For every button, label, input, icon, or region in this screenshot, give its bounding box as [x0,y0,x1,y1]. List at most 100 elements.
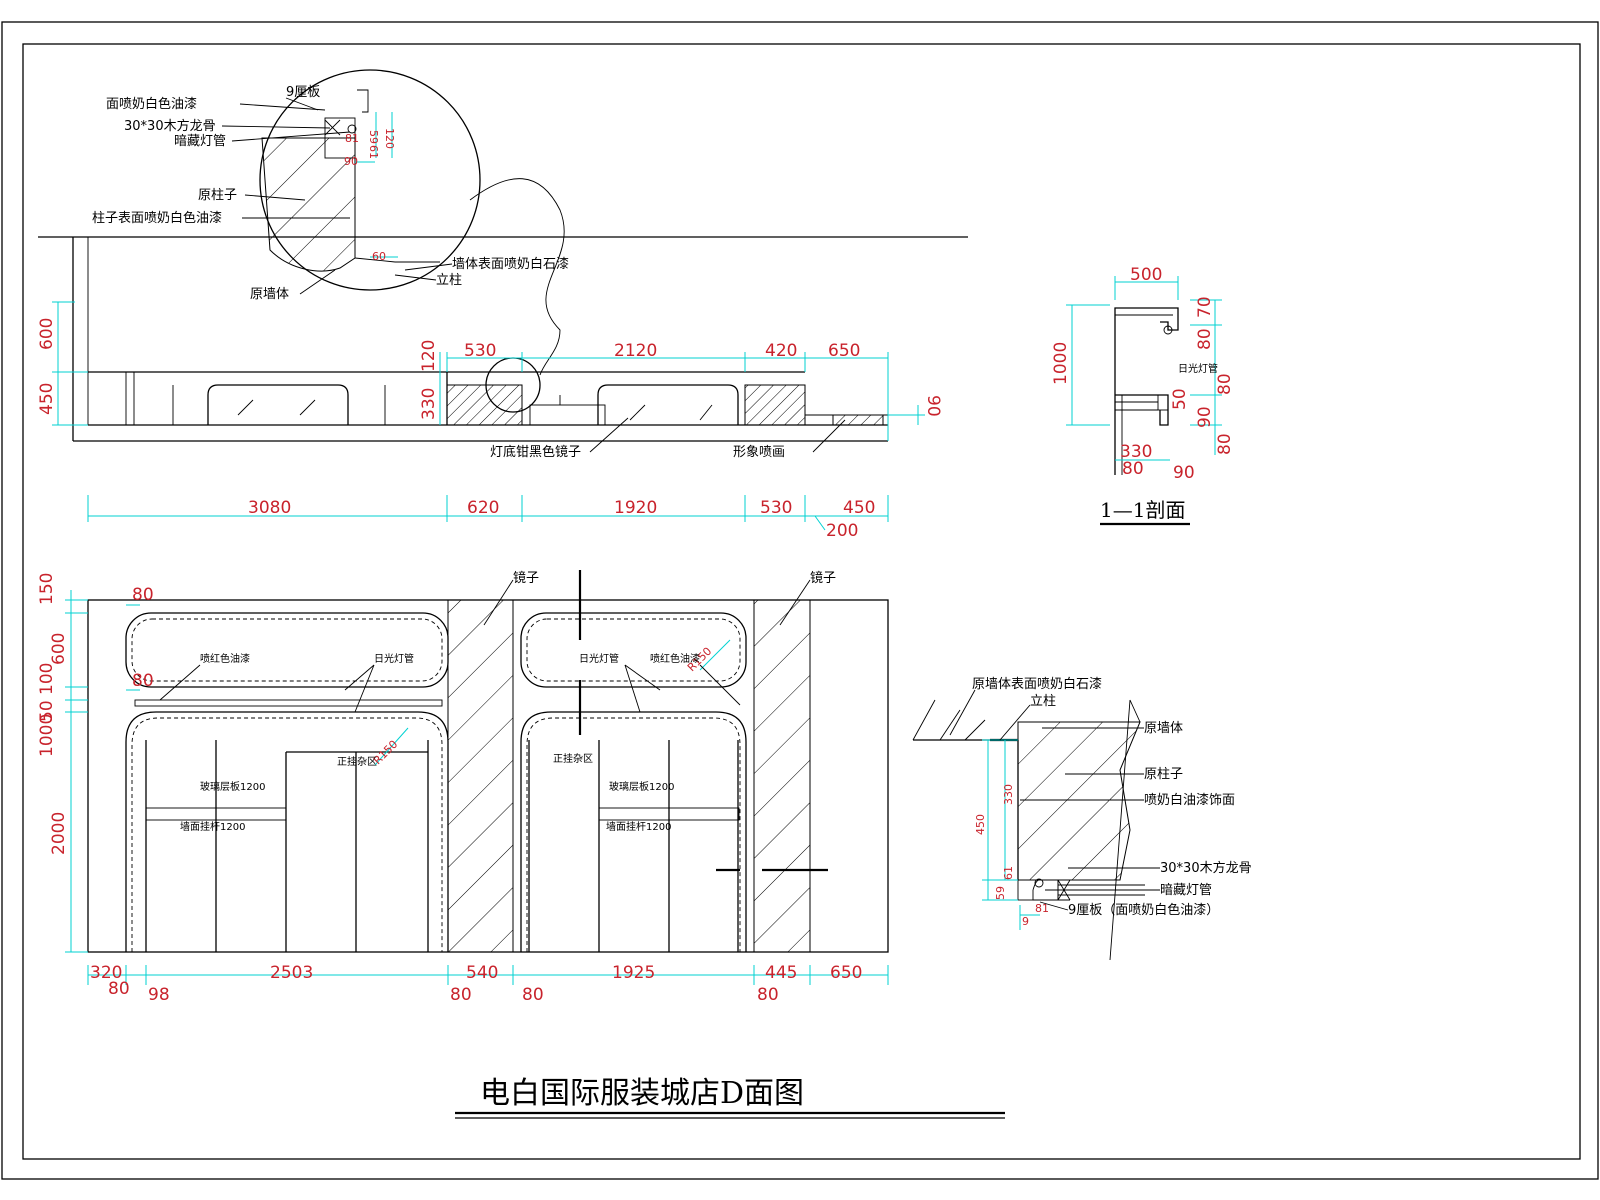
dim-98: 98 [148,985,170,1005]
dim-80-c: 80 [1215,433,1235,455]
detail-top-dimensions: 59 120 81 61 90 60 [344,128,396,263]
note-hang-2: 正挂杂区 [553,752,593,765]
dim-540: 540 [466,963,498,983]
note-rail-2: 墙面挂杆1200 [606,820,671,833]
dim-100: 100 [37,663,57,695]
note-mirror-top: 灯底钳黑色镜子 [490,444,581,460]
dim-80-b: 80 [1215,373,1235,395]
dim-1920: 1920 [614,498,657,518]
dim-59: 59 [367,130,380,144]
note-shelf-1: 玻璃层板1200 [200,780,265,793]
note-rail-1: 墙面挂杆1200 [180,820,245,833]
dim-500: 500 [1130,265,1162,285]
inner-border [22,43,1581,1160]
dim-50: 50 [1170,388,1190,410]
dim-530-top: 530 [464,341,496,361]
note-board: 9厘板 [286,85,320,100]
note-column: 原柱子 [198,188,237,203]
dim-330-mid: 330 [419,388,439,420]
elevation-top-dimensions: 530 2120 420 650 600 450 120 330 90 3080… [37,318,943,541]
note-column-paint: 柱子表面喷奶白色油漆 [92,210,222,226]
elevation-bottom [87,570,889,953]
elevation-bottom-notes: 镜子 镜子 喷红色油漆 日光灯管 日光灯管 喷红色油漆 正挂杂区 正挂杂区 玻璃… [159,571,836,833]
dim-620: 620 [467,498,499,518]
section-title: 1—1剖面 [1100,498,1185,522]
dim-200: 200 [826,521,858,541]
dim-330-right: 330 [1002,784,1015,805]
note-hang-1: 正挂杂区 [337,755,377,768]
elevation-top-dim-lines [52,301,925,531]
note-mirror-left: 镜子 [513,571,539,586]
elevation-top [38,236,968,442]
dim-80-d: 80 [1122,459,1144,479]
dim-650-top: 650 [828,341,860,361]
dim-600-bot: 600 [49,633,69,665]
dim-1925: 1925 [612,963,655,983]
dim-90-a: 90 [1195,406,1215,428]
detail-top-notes: 面喷奶白色油漆 9厘板 30*30木方龙骨 暗藏灯管 原柱子 柱子表面喷奶白色油… [92,85,569,302]
note-right-pillar: 立柱 [1030,694,1056,709]
dim-445: 445 [765,963,797,983]
dim-2000: 2000 [49,812,69,855]
dim-80-top-left: 80 [132,585,154,605]
dim-120-mid: 120 [419,340,439,372]
outer-border [1,21,1599,1180]
drawing-title: 电白国际服装城店D面图 [480,1076,804,1111]
dim-3080: 3080 [248,498,291,518]
dim-450-right: 450 [974,814,987,835]
elevation-bottom-dim-lines [65,590,889,985]
detail-right [912,699,1145,961]
dim-1000: 1000 [1051,342,1071,385]
dim-80-b3: 80 [522,985,544,1005]
dim-90-b: 90 [1173,463,1195,483]
note-keel: 30*30木方龙骨 [124,118,216,134]
note-mirror-right: 镜子 [810,571,836,586]
dim-81-right: 81 [1035,902,1049,915]
dim-80-mid-left: 80 [132,671,154,691]
section-1-1 [1066,276,1222,475]
dim-330-sec: 330 [1120,442,1152,462]
dim-90-right: 90 [923,395,943,417]
detail-circle-top [259,69,565,376]
dim-530-bottom: 530 [760,498,792,518]
note-right-paint-finish: 喷奶白油漆饰面 [1144,792,1235,808]
note-ad: 形象喷画 [733,445,785,460]
dim-81: 81 [345,132,359,145]
dim-80-a: 80 [1195,328,1215,350]
note-lamp: 暗藏灯管 [174,134,226,149]
dim-50-bot: 50 [37,700,57,722]
note-right-keel: 30*30木方龙骨 [1160,860,1252,876]
dim-120: 120 [383,128,396,149]
dim-61: 61 [367,145,380,159]
note-right-column: 原柱子 [1144,767,1183,782]
dim-90: 90 [344,155,358,168]
dim-9-right: 9 [1022,915,1029,928]
dim-70: 70 [1195,296,1215,318]
dim-80-b2: 80 [450,985,472,1005]
note-right-board: 9厘板（面喷奶白色油漆） [1068,902,1219,918]
dim-450-bottom: 450 [843,498,875,518]
note-right-lamp: 暗藏灯管 [1160,883,1212,898]
note-lamp-2: 日光灯管 [579,652,619,665]
dim-59-right: 59 [994,886,1007,900]
note-paint-face: 面喷奶白色油漆 [106,96,197,112]
note-right-wall: 原墙体 [1144,721,1183,736]
note-right-wall-paint: 原墙体表面喷奶白石漆 [972,676,1102,692]
dim-80-b4: 80 [757,985,779,1005]
dim-450-top: 450 [37,383,57,415]
note-wall: 原墙体 [250,287,289,302]
dim-61-right: 61 [1002,866,1015,880]
dim-2503: 2503 [270,963,313,983]
note-pillar: 立柱 [436,273,462,288]
dim-150: 150 [37,573,57,605]
note-shelf-2: 玻璃层板1200 [609,780,674,793]
dim-80-b1: 80 [108,979,130,999]
dim-60: 60 [372,250,386,263]
dim-650-bot: 650 [830,963,862,983]
note-wall-paint: 墙体表面喷奶白石漆 [452,256,569,272]
note-red-paint-2: 喷红色油漆 [650,652,700,665]
dim-600-top: 600 [37,318,57,350]
dim-420: 420 [765,341,797,361]
note-lamp-1: 日光灯管 [374,652,414,665]
